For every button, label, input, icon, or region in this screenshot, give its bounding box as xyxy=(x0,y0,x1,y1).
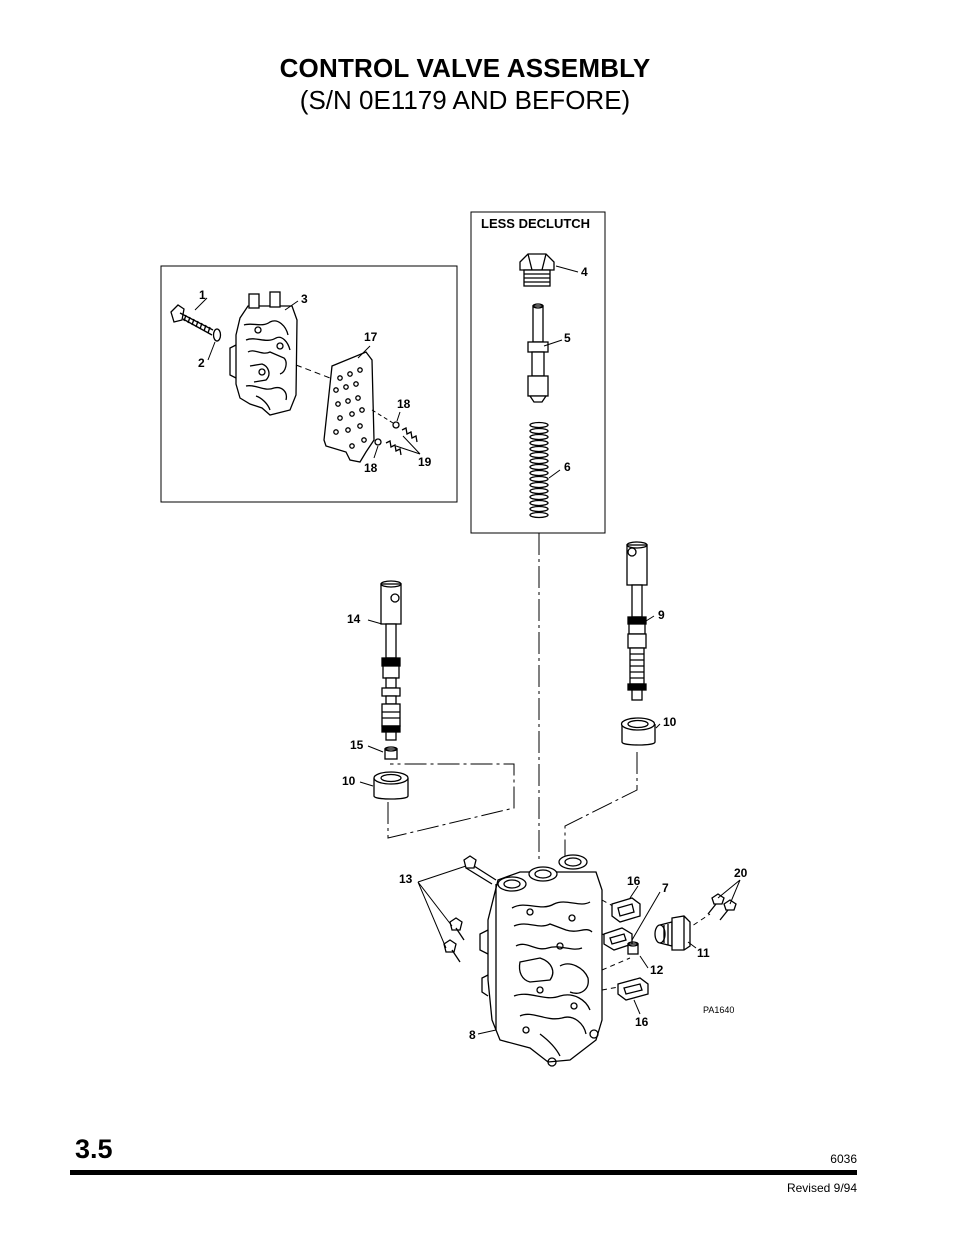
document-number: 6036 xyxy=(830,1152,857,1166)
footer-rule xyxy=(70,1170,857,1175)
callout-16-upper: 16 xyxy=(627,874,641,888)
callout-2: 2 xyxy=(198,356,205,370)
callout-9: 9 xyxy=(658,608,665,622)
washer-part-2 xyxy=(212,328,222,342)
callout-17: 17 xyxy=(364,330,378,344)
bolt-part-13-middle xyxy=(449,917,465,941)
callout-10-right: 10 xyxy=(663,715,677,729)
revision-date: Revised 9/94 xyxy=(786,1181,857,1195)
detent-part-15 xyxy=(384,746,398,760)
callout-16-lower: 16 xyxy=(635,1015,649,1029)
bolt-part-1 xyxy=(170,304,214,336)
callout-5: 5 xyxy=(564,331,571,345)
inset-box-less-declutch xyxy=(470,211,606,534)
valve-body-part-8 xyxy=(479,854,603,1067)
spool-part-14 xyxy=(380,580,402,741)
callout-18-lower: 18 xyxy=(364,461,378,475)
callout-11: 11 xyxy=(697,946,710,960)
inset-box-valve-plate xyxy=(160,265,458,503)
check-ball-part-18-lower xyxy=(374,438,382,446)
spring-part-6 xyxy=(529,421,549,519)
callout-8: 8 xyxy=(469,1028,476,1042)
separator-plate-part-17 xyxy=(323,351,375,463)
gasket-part-16-upper xyxy=(611,897,641,923)
gasket-part-7 xyxy=(603,927,633,951)
callout-6: 6 xyxy=(564,460,571,474)
spring-part-19-upper xyxy=(401,427,418,443)
callout-13: 13 xyxy=(399,872,413,886)
plug-part-4 xyxy=(519,253,555,287)
valve-body-part-3 xyxy=(229,291,298,416)
title-block: CONTROL VALVE ASSEMBLY (S/N 0E1179 AND B… xyxy=(0,52,930,116)
screw-part-20-upper xyxy=(707,893,725,915)
callout-10-left: 10 xyxy=(342,774,356,788)
section-number: 3.5 xyxy=(75,1134,113,1164)
callout-19: 19 xyxy=(418,455,432,469)
bolt-part-13-bottom xyxy=(443,939,461,963)
callout-15: 15 xyxy=(350,738,364,752)
check-ball-part-18-upper xyxy=(392,421,400,429)
spool-part-5 xyxy=(527,303,549,403)
gasket-part-16-lower xyxy=(617,977,649,1001)
spool-part-9 xyxy=(626,541,648,701)
page-title: CONTROL VALVE ASSEMBLY xyxy=(279,53,651,83)
screw-part-20-lower xyxy=(719,899,737,921)
seal-part-10-left xyxy=(373,771,409,800)
fitting-part-11 xyxy=(654,915,691,951)
callout-3: 3 xyxy=(301,292,308,306)
callout-7: 7 xyxy=(662,881,669,895)
callout-20: 20 xyxy=(734,866,748,880)
seal-part-10-right xyxy=(620,717,656,746)
callout-4: 4 xyxy=(581,265,588,279)
inset-title-less-declutch: LESS DECLUTCH xyxy=(481,216,590,231)
callout-1: 1 xyxy=(199,288,206,302)
callout-18-upper: 18 xyxy=(397,397,411,411)
page-subtitle: (S/N 0E1179 AND BEFORE) xyxy=(299,85,631,115)
callout-14: 14 xyxy=(347,612,361,626)
plug-part-12 xyxy=(627,941,639,955)
callout-12: 12 xyxy=(650,963,664,977)
bolt-part-13-top xyxy=(463,855,497,885)
figure-id: PA1640 xyxy=(703,1005,734,1015)
spring-part-19-lower xyxy=(385,440,402,456)
